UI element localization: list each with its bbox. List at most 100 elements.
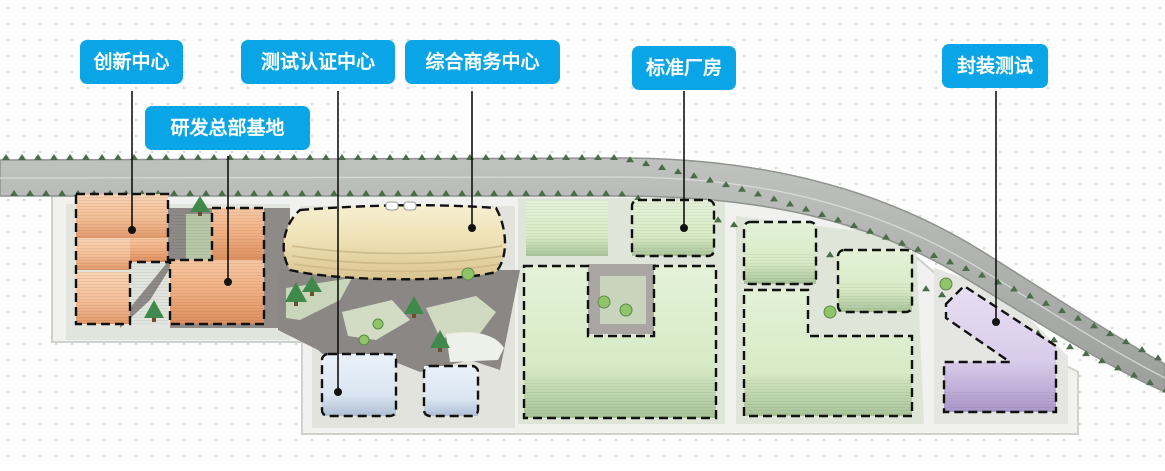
road-tree xyxy=(610,154,618,160)
pine-tree xyxy=(404,296,424,318)
road-tree xyxy=(418,154,426,160)
road-tree xyxy=(490,190,498,196)
road-tree xyxy=(394,190,402,196)
road-tree xyxy=(258,154,266,160)
leader-dot-commercial xyxy=(468,224,476,232)
road-tree xyxy=(42,190,50,196)
road-tree xyxy=(914,245,922,252)
road-tree xyxy=(218,190,226,196)
road-tree xyxy=(354,154,362,160)
road-tree xyxy=(938,291,946,298)
road-tree xyxy=(250,190,258,196)
road-tree xyxy=(1106,330,1114,337)
road-tree xyxy=(730,221,738,228)
leader-dot-packaging xyxy=(992,318,1000,326)
road-tree xyxy=(346,190,354,196)
road-tree xyxy=(602,190,610,196)
road-tree xyxy=(202,190,210,196)
road-tree xyxy=(922,285,930,292)
road-tree xyxy=(338,154,346,160)
label-standard-factory: 标准厂房 xyxy=(632,46,736,90)
packaging-test-building xyxy=(942,284,1058,414)
road-tree xyxy=(370,154,378,160)
buildings xyxy=(74,192,1058,420)
road-tree xyxy=(826,251,834,258)
pine-tree xyxy=(144,300,164,322)
road-tree xyxy=(690,172,698,179)
leader-dot-factory xyxy=(680,224,688,232)
road-tree xyxy=(674,168,682,175)
label-testing-cert-center: 测试认证中心 xyxy=(241,40,395,84)
road-tree xyxy=(658,164,666,171)
road-tree xyxy=(786,200,794,207)
road-tree xyxy=(146,154,154,160)
pine-tree xyxy=(430,330,450,352)
road-tree xyxy=(642,160,650,167)
road-tree xyxy=(1066,343,1074,350)
road-tree xyxy=(578,154,586,160)
road-tree xyxy=(82,154,90,160)
road-tree xyxy=(978,271,986,278)
road-tree xyxy=(1026,292,1034,299)
road-tree xyxy=(50,154,58,160)
round-tree xyxy=(461,267,475,281)
road-tree xyxy=(178,154,186,160)
road-tree xyxy=(1090,322,1098,329)
road-tree xyxy=(738,185,746,192)
leader-dot-rnd-hq xyxy=(224,278,232,286)
road-tree xyxy=(162,154,170,160)
road-tree xyxy=(306,154,314,160)
east-building-north-a xyxy=(742,220,818,286)
road-tree xyxy=(834,216,842,223)
road-tree xyxy=(458,190,466,196)
road-tree xyxy=(362,190,370,196)
road-tree xyxy=(1058,307,1066,314)
road-tree xyxy=(1114,364,1122,371)
road-tree xyxy=(194,154,202,160)
label-innovation-center: 创新中心 xyxy=(80,40,183,84)
pine-tree xyxy=(302,276,322,296)
leader-dot-innovation xyxy=(128,226,136,234)
road-tree xyxy=(482,154,490,160)
road-tree xyxy=(66,154,74,160)
road-tree xyxy=(802,205,810,212)
road-tree xyxy=(1130,371,1138,378)
road-tree xyxy=(930,251,938,258)
road-tree xyxy=(818,210,826,217)
road-tree xyxy=(522,190,530,196)
round-tree xyxy=(597,295,611,309)
east-building-south xyxy=(742,288,914,418)
factory-building-north-a xyxy=(526,200,608,256)
road-tree xyxy=(434,154,442,160)
road-tree xyxy=(1042,299,1050,306)
road-tree xyxy=(186,190,194,196)
road-tree xyxy=(850,221,858,228)
road-tree xyxy=(562,154,570,160)
road-tree xyxy=(770,195,778,202)
road-tree xyxy=(442,190,450,196)
label-rnd-hq-base: 研发总部基地 xyxy=(145,106,310,150)
road-tree xyxy=(618,190,626,197)
road-tree xyxy=(210,154,218,160)
road-tree xyxy=(34,154,42,160)
road-tree xyxy=(1162,387,1165,393)
road-tree xyxy=(450,154,458,160)
road-tree xyxy=(266,190,274,196)
road-tree xyxy=(1010,285,1018,292)
road-tree xyxy=(58,190,66,196)
road-tree xyxy=(514,154,522,160)
plaza-green-a xyxy=(286,278,352,320)
leader-lines xyxy=(131,91,997,392)
road-tree xyxy=(26,190,34,196)
road-tree xyxy=(1082,350,1090,357)
road-tree xyxy=(282,190,290,196)
road-tree xyxy=(866,227,874,234)
innovation-center-building xyxy=(74,192,170,326)
road-tree xyxy=(506,190,514,196)
testing-cert-building-b xyxy=(422,364,480,418)
factory-building-north-b xyxy=(630,198,716,258)
round-tree xyxy=(372,318,384,330)
road-tree xyxy=(18,154,26,160)
east-building-north-b xyxy=(836,248,914,314)
